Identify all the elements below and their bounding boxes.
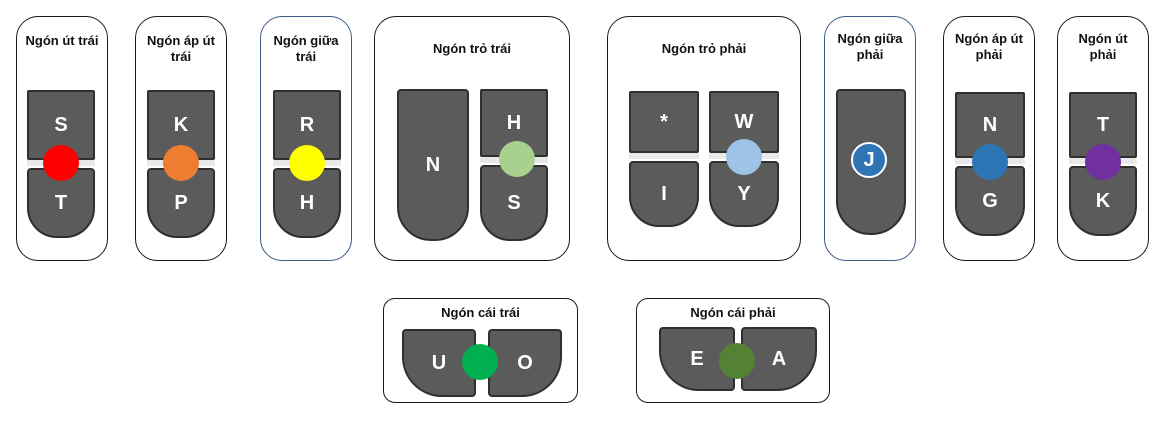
key-bottom: S <box>480 165 548 241</box>
card-right-thumb: Ngón cái phải E A <box>636 298 830 403</box>
card-left-thumb: Ngón cái trái U O <box>383 298 578 403</box>
finger-label: Ngón áp út trái <box>147 33 215 64</box>
color-dot-j: J <box>851 142 887 178</box>
card-left-index: Ngón trỏ trái N H S <box>374 16 570 261</box>
card-right-middle: Ngón giữa phải J <box>824 16 916 261</box>
finger-label: Ngón út trái <box>25 33 99 48</box>
finger-label: Ngón áp út phải <box>955 31 1023 62</box>
key-gap <box>629 153 699 159</box>
color-dot <box>163 145 199 181</box>
color-dot <box>289 145 325 181</box>
card-left-middle: Ngón giữa trái R H <box>260 16 352 261</box>
finger-label: Ngón út phải <box>1078 31 1128 62</box>
card-left-pinky: Ngón út trái S T <box>16 16 108 261</box>
key-bottom-i: I <box>629 161 699 227</box>
finger-label: Ngón giữa trái <box>273 33 339 64</box>
key-bottom: T <box>27 168 95 238</box>
key-top: N <box>955 92 1025 158</box>
key-top: K <box>147 90 215 160</box>
finger-label: Ngón cái trái <box>441 305 520 320</box>
card-left-ring: Ngón áp út trái K P <box>135 16 227 261</box>
finger-label: Ngón trỏ trái <box>433 41 511 56</box>
key-top-star: * <box>629 91 699 153</box>
card-right-ring: Ngón áp út phải N G <box>943 16 1035 261</box>
color-dot <box>499 141 535 177</box>
finger-label: Ngón trỏ phải <box>661 41 747 56</box>
finger-label: Ngón giữa phải <box>837 31 903 62</box>
color-dot <box>43 145 79 181</box>
color-dot <box>719 343 755 379</box>
color-dot <box>462 344 498 380</box>
color-dot <box>1085 144 1121 180</box>
key-top: T <box>1069 92 1137 158</box>
color-dot <box>972 144 1008 180</box>
color-dot <box>726 139 762 175</box>
key-right: O <box>488 329 562 397</box>
finger-label: Ngón cái phải <box>690 305 776 320</box>
key-tall: N <box>397 89 469 241</box>
card-right-index: Ngón trỏ phải * I W Y <box>607 16 801 261</box>
card-right-pinky: Ngón út phải T K <box>1057 16 1149 261</box>
